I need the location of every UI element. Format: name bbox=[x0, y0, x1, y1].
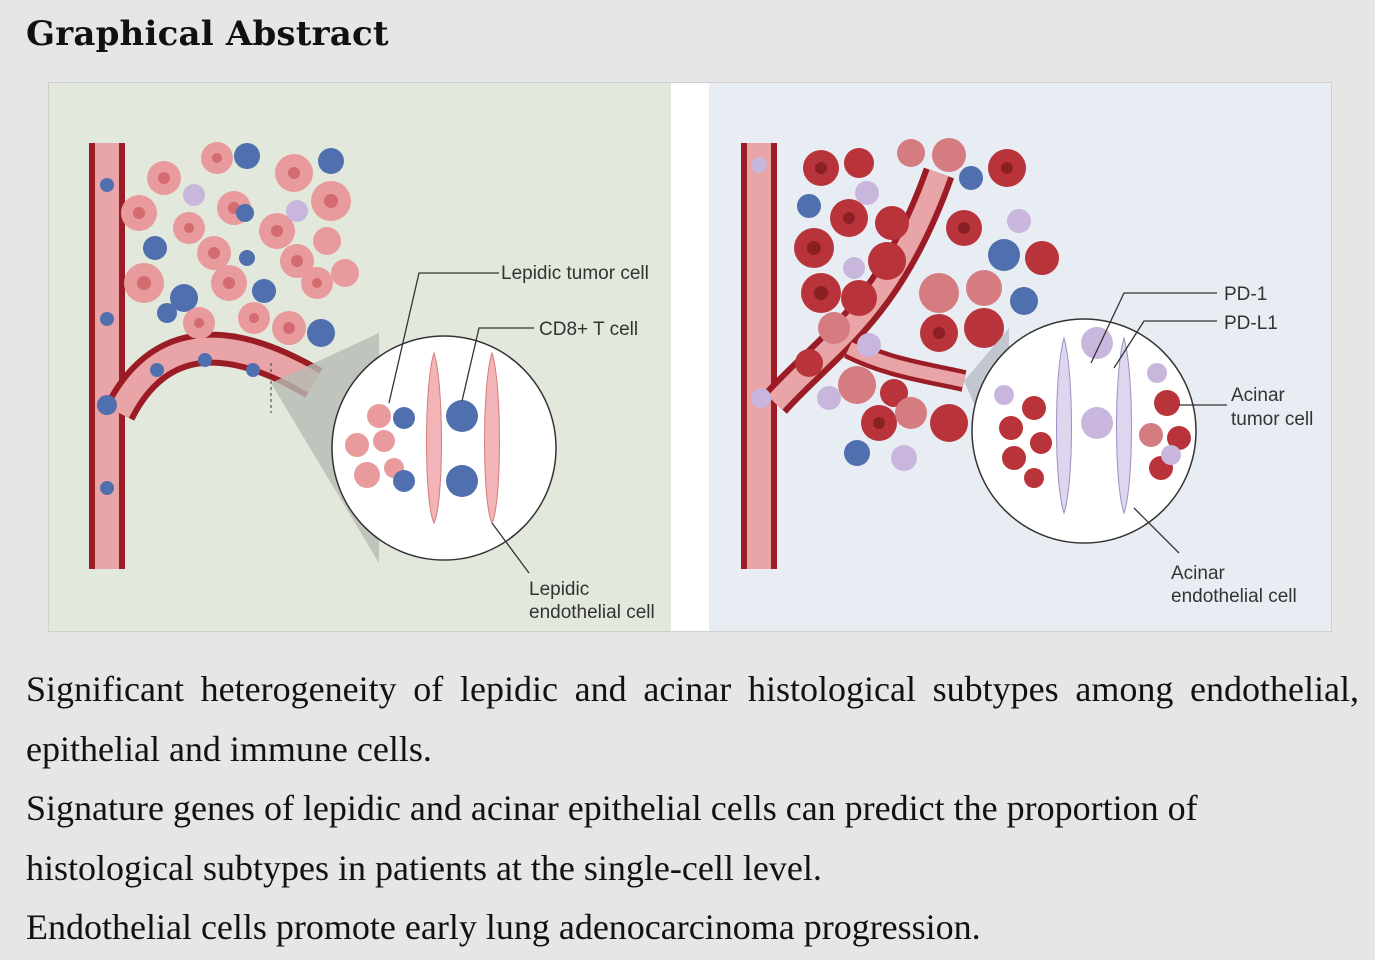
highlight-2: Signature genes of lepidic and acinar ep… bbox=[26, 788, 1198, 888]
label-acinar-tumor-1: Acinar bbox=[1231, 385, 1286, 406]
label-cd8-t-cell: CD8+ T cell bbox=[539, 319, 638, 340]
acinar-magnified-view bbox=[971, 318, 1197, 544]
lepidic-magnified-view bbox=[331, 335, 557, 561]
graphical-abstract-figure: Lepidic tumor cell CD8+ T cell Lepidic e… bbox=[48, 82, 1332, 632]
highlight-3: Endothelial cells promote early lung ade… bbox=[26, 907, 981, 947]
label-acinar-endothelial-1: Acinar bbox=[1171, 563, 1226, 584]
acinar-tumor-cluster bbox=[794, 138, 1059, 471]
graphical-abstract-heading: Graphical Abstract bbox=[26, 14, 389, 54]
abstract-illustration: Lepidic tumor cell CD8+ T cell Lepidic e… bbox=[49, 83, 1331, 631]
label-pd1: PD-1 bbox=[1224, 284, 1267, 305]
label-acinar-tumor-2: tumor cell bbox=[1231, 409, 1313, 430]
right-panel-acinar: PD-1 PD-L1 Acinar tumor cell Acinar endo… bbox=[709, 83, 1331, 631]
right-blood-vessel bbox=[741, 143, 967, 569]
left-panel-lepidic: Lepidic tumor cell CD8+ T cell Lepidic e… bbox=[49, 83, 671, 631]
label-lepidic-endothelial-2: endothelial cell bbox=[529, 602, 655, 623]
lepidic-tumor-cluster bbox=[121, 142, 359, 347]
abstract-highlights: Significant heterogeneity of lepidic and… bbox=[26, 660, 1359, 958]
highlight-1: Significant heterogeneity of lepidic and… bbox=[26, 669, 1359, 769]
left-blood-vessel bbox=[89, 143, 323, 569]
label-pdl1: PD-L1 bbox=[1224, 313, 1278, 334]
label-lepidic-endothelial-1: Lepidic bbox=[529, 579, 589, 600]
label-lepidic-tumor-cell: Lepidic tumor cell bbox=[501, 263, 649, 284]
label-acinar-endothelial-2: endothelial cell bbox=[1171, 586, 1297, 607]
